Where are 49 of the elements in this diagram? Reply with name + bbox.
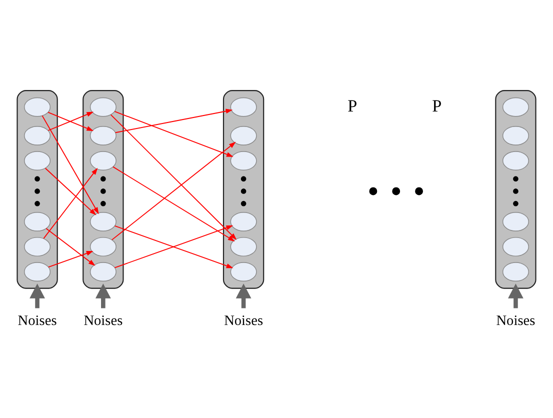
node-circle [230,236,257,256]
node-circle [502,212,529,231]
node-circle [90,212,116,231]
arrow [30,283,45,308]
node-circle [24,212,51,231]
arrow [115,108,233,133]
node-circle [90,96,116,116]
node-circle [230,150,257,170]
arrow [42,114,99,214]
node-circle [502,262,529,281]
node-circle [502,96,529,116]
arrow [46,227,96,266]
arrow [508,283,524,308]
node-circle [230,96,257,116]
node-circle [502,150,529,170]
cluster [495,90,536,288]
node-circle [502,126,529,145]
arrow [112,166,235,241]
node-circle [90,262,116,281]
node-text: Noises [18,312,57,328]
node-circle [90,236,116,256]
arrow [114,110,234,156]
arrow [236,283,252,308]
node-circle [24,126,51,145]
node-circle [502,236,529,256]
arrow [112,141,236,240]
label: P [432,96,442,116]
node-circle [90,150,116,170]
cluster [82,90,124,288]
node-circle [90,126,116,145]
arrow [114,224,234,268]
arrow [96,283,111,308]
cluster [222,90,264,288]
node-circle [230,262,257,281]
cluster [16,90,58,288]
node-circle [24,96,51,116]
label: P [348,96,358,116]
node-circle [24,262,51,281]
arrow [48,250,94,268]
arrow [43,167,98,238]
node-text: Noises [496,312,536,328]
node-circle [230,126,257,145]
node-circle [230,212,257,231]
node-text: Noises [84,312,123,328]
arrow [44,167,96,215]
node-circle [24,236,51,256]
node-circle [24,150,51,170]
arrow [110,114,237,240]
node-text: Noises [224,312,264,328]
